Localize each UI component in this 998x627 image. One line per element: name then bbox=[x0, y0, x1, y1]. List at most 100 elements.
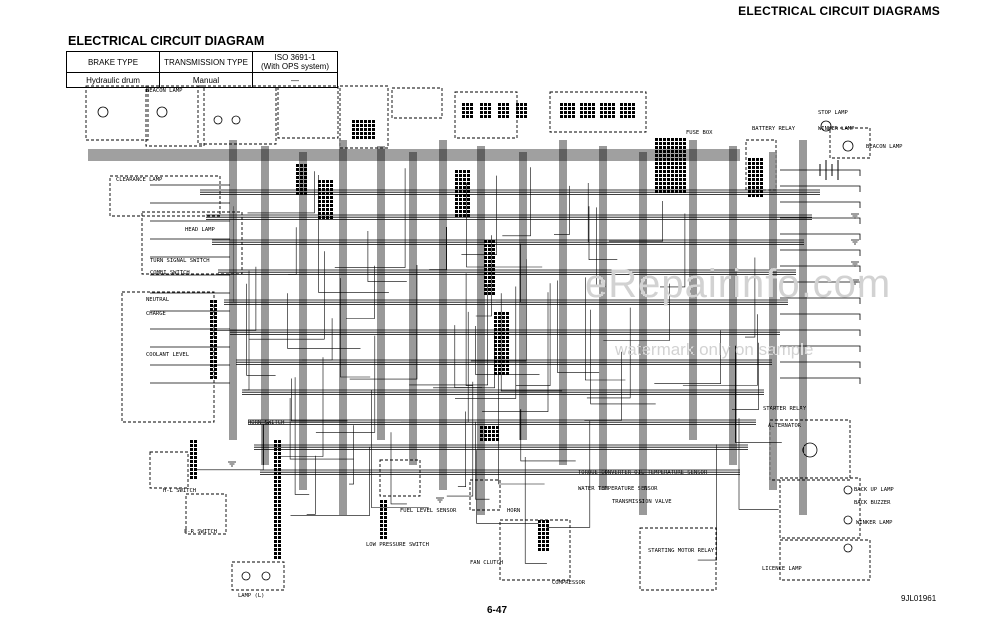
connector-block bbox=[459, 178, 462, 181]
connector-block bbox=[274, 544, 277, 547]
wire bbox=[654, 330, 721, 384]
connector-block bbox=[663, 142, 666, 145]
connector-block bbox=[663, 190, 666, 193]
connector-block bbox=[572, 115, 575, 118]
wire bbox=[819, 160, 839, 180]
connector-block bbox=[455, 194, 458, 197]
wire bbox=[731, 342, 759, 410]
connector-block bbox=[318, 188, 321, 191]
connector-block bbox=[524, 107, 527, 110]
connector-block bbox=[214, 376, 217, 379]
connector-block bbox=[330, 204, 333, 207]
connector-block bbox=[760, 186, 763, 189]
connector-block bbox=[564, 107, 567, 110]
connector-block bbox=[463, 210, 466, 213]
connector-block bbox=[330, 200, 333, 203]
connector-block bbox=[274, 452, 277, 455]
connector-block bbox=[492, 434, 495, 437]
connector-block bbox=[488, 280, 491, 283]
connector-block bbox=[748, 162, 751, 165]
connector-block bbox=[498, 352, 501, 355]
connector-block bbox=[494, 356, 497, 359]
connector-block bbox=[368, 132, 371, 135]
connector-block bbox=[274, 468, 277, 471]
label-horn: HORN bbox=[507, 508, 521, 514]
connector-block bbox=[463, 186, 466, 189]
page-number: 6-47 bbox=[487, 605, 508, 616]
connector-block bbox=[384, 524, 387, 527]
wire bbox=[315, 335, 376, 433]
connector-block bbox=[352, 136, 355, 139]
label-battery-relay: BATTERY RELAY bbox=[752, 126, 796, 132]
connector-block bbox=[470, 107, 473, 110]
connector-block bbox=[675, 146, 678, 149]
connector-block bbox=[502, 372, 505, 375]
connector-block bbox=[498, 107, 501, 110]
component-box bbox=[379, 459, 421, 497]
connector-block bbox=[760, 182, 763, 185]
connector-block bbox=[274, 496, 277, 499]
wire bbox=[367, 231, 407, 282]
connector-block bbox=[278, 472, 281, 475]
connector-block bbox=[274, 476, 277, 479]
wire bbox=[306, 455, 316, 515]
connector-block bbox=[683, 158, 686, 161]
connector-block bbox=[484, 248, 487, 251]
connector-block bbox=[455, 190, 458, 193]
connector-block bbox=[506, 115, 509, 118]
connector-block bbox=[488, 260, 491, 263]
connector-block bbox=[380, 532, 383, 535]
doc-id: 9JL01961 bbox=[901, 594, 937, 603]
lamp-symbol bbox=[213, 115, 223, 125]
connector-block bbox=[318, 180, 321, 183]
connector-block bbox=[655, 138, 658, 141]
connector-block bbox=[655, 190, 658, 193]
connector-block bbox=[274, 512, 277, 515]
connector-block bbox=[326, 184, 329, 187]
connector-block bbox=[659, 166, 662, 169]
connector-block bbox=[380, 512, 383, 515]
connector-block bbox=[498, 360, 501, 363]
connector-block bbox=[210, 328, 213, 331]
connector-block bbox=[466, 107, 469, 110]
label-winker-lamp: WINKER LAMP bbox=[818, 126, 855, 132]
connector-block bbox=[296, 180, 299, 183]
connector-block bbox=[194, 460, 197, 463]
connector-block bbox=[502, 340, 505, 343]
connector-block bbox=[632, 111, 635, 114]
connector-block bbox=[190, 472, 193, 475]
connector-block bbox=[659, 178, 662, 181]
connector-block bbox=[330, 196, 333, 199]
connector-block bbox=[498, 368, 501, 371]
label-torque-converter: TORQUE CONVERTER OIL TEMPERATURE SENSOR bbox=[578, 470, 708, 476]
connector-block bbox=[210, 324, 213, 327]
connector-block bbox=[278, 552, 281, 555]
connector-block bbox=[484, 260, 487, 263]
connector-block bbox=[274, 520, 277, 523]
wire bbox=[247, 171, 315, 214]
connector-block bbox=[274, 488, 277, 491]
wire bbox=[346, 265, 375, 319]
connector-block bbox=[384, 520, 387, 523]
connector-block bbox=[564, 103, 567, 106]
connector-block bbox=[494, 368, 497, 371]
connector-block bbox=[210, 312, 213, 315]
label-starter-relay: STARTER RELAY bbox=[763, 406, 807, 412]
connector-block bbox=[679, 182, 682, 185]
label-lamp-l: LAMP (L) bbox=[238, 593, 265, 599]
connector-block bbox=[506, 344, 509, 347]
connector-block bbox=[356, 128, 359, 131]
connector-block bbox=[760, 178, 763, 181]
connector-block bbox=[278, 556, 281, 559]
connector-block bbox=[467, 198, 470, 201]
connector-block bbox=[488, 240, 491, 243]
connector-block bbox=[318, 216, 321, 219]
connector-block bbox=[671, 182, 674, 185]
connector-block bbox=[364, 136, 367, 139]
connector-block bbox=[494, 364, 497, 367]
connector-block bbox=[278, 524, 281, 527]
connector-block bbox=[667, 162, 670, 165]
connector-block bbox=[326, 200, 329, 203]
connector-block bbox=[498, 324, 501, 327]
connector-block bbox=[210, 376, 213, 379]
